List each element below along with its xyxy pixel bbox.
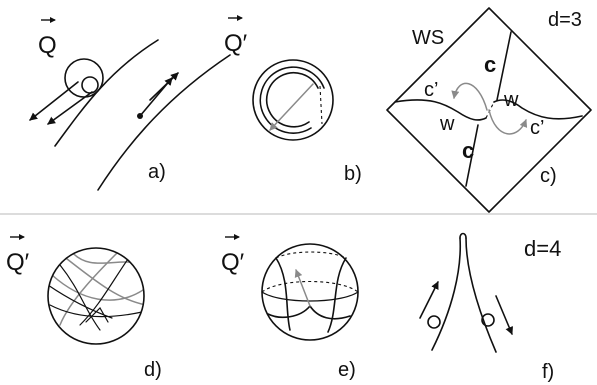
cusp-right-branch xyxy=(465,237,497,353)
panel-f: d=4 f) xyxy=(419,232,561,383)
dashed-chord xyxy=(319,85,323,125)
region-c-bottom: c xyxy=(462,138,474,163)
vector-symbol-qprime-d: Q′ xyxy=(6,234,30,276)
grey-arc-3 xyxy=(69,249,141,266)
black-arc-5 xyxy=(85,307,109,323)
black-arc-4 xyxy=(79,255,131,326)
region-w-right: w xyxy=(503,89,519,111)
vector-symbol-q: Q xyxy=(38,17,57,59)
arrow-down-right xyxy=(495,295,513,335)
vector-symbol-qprime-b: Q′ xyxy=(224,15,248,57)
divide-lower xyxy=(465,124,479,187)
arrow-right-2 xyxy=(149,72,179,101)
dimension-label-f: d=4 xyxy=(524,236,561,261)
dimension-label-c: d=3 xyxy=(548,9,582,31)
seam-left xyxy=(275,257,291,331)
cusp-tip xyxy=(459,232,467,239)
region-w-left: w xyxy=(439,113,455,135)
equator-back xyxy=(261,281,359,293)
region-c-top: c xyxy=(484,52,496,77)
sphere-outline-d xyxy=(47,247,145,345)
point-marker xyxy=(137,113,143,119)
corner-label: WS xyxy=(412,27,444,49)
sphere-outline-b xyxy=(252,59,334,141)
loop-right xyxy=(481,313,495,327)
panel-f-caption: f) xyxy=(542,361,554,383)
panel-a-symbol: Q xyxy=(38,32,57,59)
panel-a: Q a) xyxy=(29,17,231,191)
grey-arrow-left xyxy=(451,82,488,111)
curve-right xyxy=(493,99,583,120)
curve-left xyxy=(394,99,487,121)
region-c-prime-right: c’ xyxy=(530,117,544,139)
arrow-left-2 xyxy=(47,91,93,125)
divide-upper xyxy=(496,31,512,101)
cusp-left-branch xyxy=(431,237,462,351)
panel-e: Q′ e) xyxy=(221,234,359,381)
loop-circle-small xyxy=(81,76,99,94)
panel-e-caption: e) xyxy=(338,359,356,381)
grey-arrow-right xyxy=(488,109,528,135)
latitude-top xyxy=(275,251,347,259)
black-arc-3 xyxy=(59,264,101,331)
black-arc-1 xyxy=(48,284,113,319)
vector-symbol-qprime-e: Q′ xyxy=(221,234,245,276)
loop-left xyxy=(427,315,441,329)
arrow-left-1 xyxy=(29,81,79,121)
dashed-link xyxy=(485,101,495,119)
inner-arc-2 xyxy=(265,71,319,128)
inner-arc-1 xyxy=(259,66,325,134)
grey-arc-1 xyxy=(51,274,144,301)
equator-front xyxy=(261,291,359,302)
grey-arrow-b xyxy=(269,83,314,131)
arrow-up-left xyxy=(419,281,439,319)
region-c-prime-left: c’ xyxy=(424,79,438,101)
field-line-inner xyxy=(97,54,231,191)
panel-c-caption: c) xyxy=(540,165,557,187)
panel-d-caption: d) xyxy=(144,359,162,381)
seam-right xyxy=(327,257,347,333)
panel-b-caption: b) xyxy=(344,163,362,185)
grey-arc-4 xyxy=(59,249,121,326)
panel-d: Q′ d) xyxy=(6,234,162,381)
panel-b-symbol: Q′ xyxy=(224,30,248,57)
panel-c: WS d=3 c c’ w w c’ c c) xyxy=(386,7,592,213)
worldsheet-diamond xyxy=(386,7,592,213)
pinch-curve xyxy=(267,305,351,320)
panel-d-symbol: Q′ xyxy=(6,249,30,276)
panel-a-caption: a) xyxy=(148,161,166,183)
panel-e-symbol: Q′ xyxy=(221,249,245,276)
panel-b: Q′ b) xyxy=(224,15,362,185)
grey-arrow-e xyxy=(294,269,311,307)
